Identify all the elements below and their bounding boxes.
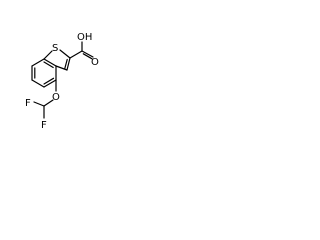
double-bond-c4-c5	[43, 77, 55, 85]
bond-c4-c5	[43, 79, 57, 88]
thiophene-ring	[43, 49, 71, 71]
bond-chf2-f-top	[33, 101, 45, 107]
structure-canvas: S OH O O F F	[25, 32, 99, 131]
fluorine-top-label: F	[25, 98, 31, 109]
difluoromethoxy-group	[33, 79, 57, 119]
double-bond-carboxyl-c-o	[82, 53, 93, 60]
bond-c7a-s	[43, 50, 53, 60]
bond-c5-c6	[31, 79, 45, 88]
fluorine-bottom-label: F	[41, 120, 47, 131]
sulfur-label: S	[52, 43, 58, 54]
carboxylic-acid-group	[69, 41, 94, 60]
carbonyl-oxygen-label: O	[91, 57, 99, 68]
bond-carboxyl-c-o	[81, 50, 94, 58]
bond-c2-c3	[66, 57, 71, 71]
double-bond-c2-c3	[64, 58, 68, 70]
bond-o-chf2	[43, 99, 54, 107]
hydroxyl-label: OH	[77, 32, 92, 43]
bond-c7-c7a	[31, 58, 45, 67]
double-bond-c7a-c3a	[43, 61, 54, 69]
bond-c7a-c3a	[43, 58, 57, 67]
bond-c3-c3a	[55, 65, 68, 71]
bond-c2-carboxyl-c	[69, 50, 83, 59]
benzene-ring	[31, 58, 57, 88]
ether-oxygen-label: O	[52, 92, 60, 103]
bond-s-c2	[59, 49, 71, 59]
